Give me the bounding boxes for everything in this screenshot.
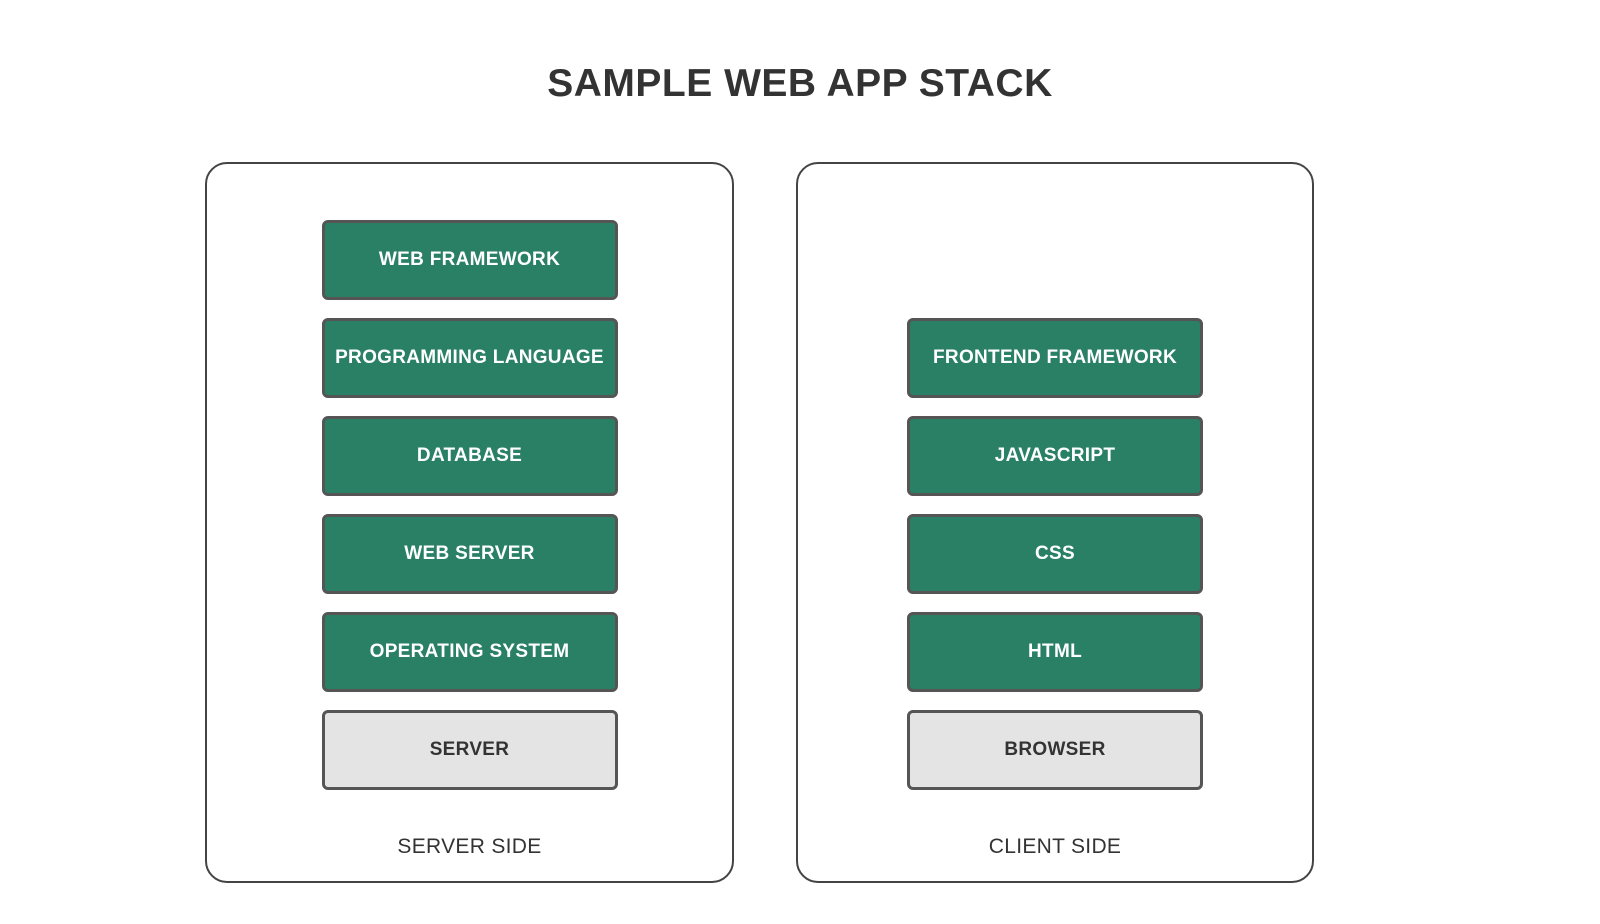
panel-footer-label-client-side: CLIENT SIDE [988,835,1122,858]
layer-box[interactable]: WEB FRAMEWORK [321,220,618,300]
panel-server-side: WEB FRAMEWORK PROGRAMMING LANGUAGE DATAB… [205,162,734,883]
layer-box[interactable]: DATABASE [321,416,618,496]
panel-client-side: FRONTEND FRAMEWORK JAVASCRIPT CSS HTML B… [796,162,1314,883]
panel-footer-label-server-side: SERVER SIDE [397,835,542,858]
layer-box[interactable]: FRONTEND FRAMEWORK [907,318,1203,398]
layer-stack-client-side: FRONTEND FRAMEWORK JAVASCRIPT CSS HTML B… [798,318,1312,790]
layer-box[interactable]: WEB SERVER [321,514,618,594]
layer-box[interactable]: OPERATING SYSTEM [321,612,618,692]
layer-stack-server-side: WEB FRAMEWORK PROGRAMMING LANGUAGE DATAB… [207,220,732,790]
page-title: SAMPLE WEB APP STACK [547,62,1053,105]
layer-box[interactable]: JAVASCRIPT [907,416,1203,496]
layer-box[interactable]: PROGRAMMING LANGUAGE [321,318,618,398]
layer-box[interactable]: CSS [907,514,1203,594]
layer-box[interactable]: HTML [907,612,1203,692]
layer-box[interactable]: BROWSER [907,710,1203,790]
layer-box[interactable]: SERVER [321,710,618,790]
